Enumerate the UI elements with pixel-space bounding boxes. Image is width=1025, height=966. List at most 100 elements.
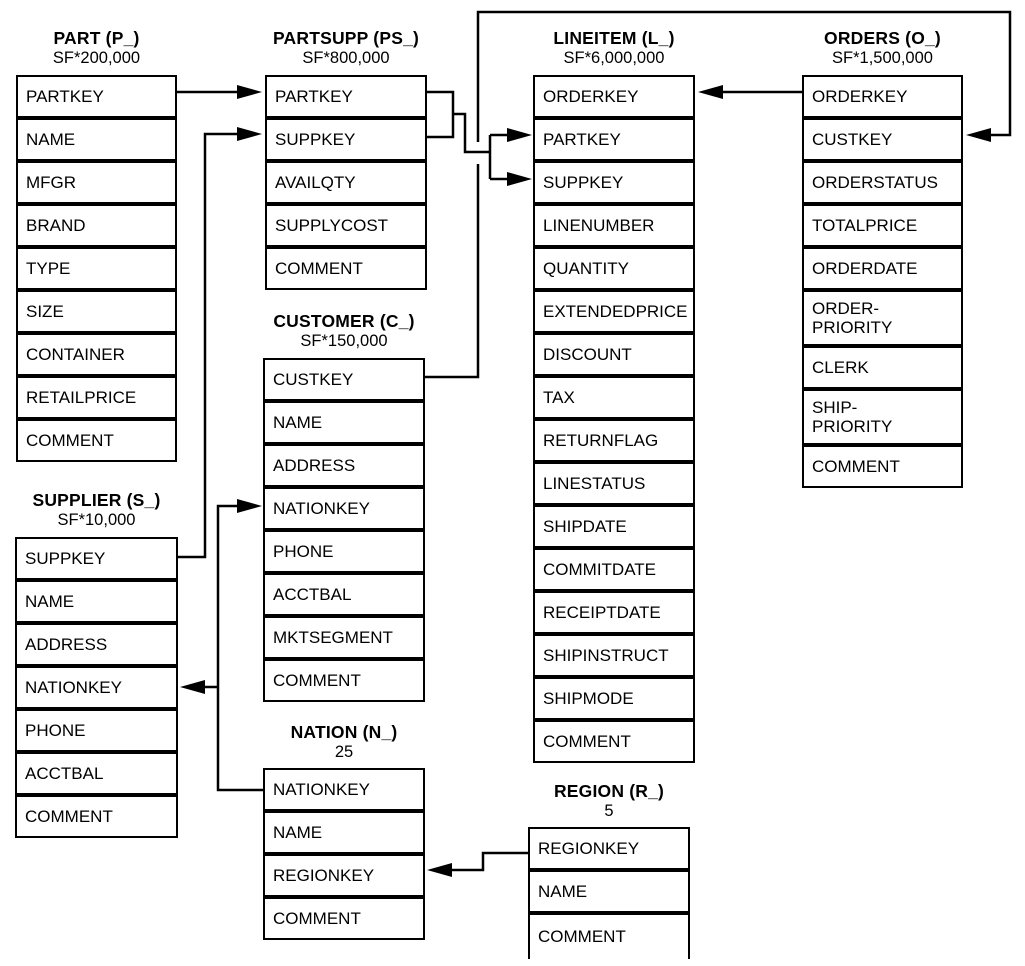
table-row: COMMENT — [263, 897, 425, 940]
table-row: AVAILQTY — [265, 161, 427, 204]
table-row: SUPPKEY — [15, 537, 178, 580]
arrowhead-supplier-partsupp — [237, 127, 262, 141]
table-row: CUSTKEY — [802, 118, 963, 161]
fk-line-partsupp-bracket — [427, 90, 455, 139]
region-table-header: REGION (R_) 5 — [528, 781, 690, 821]
table-row: NAME — [15, 580, 178, 623]
table-row: ACCTBAL — [15, 752, 178, 795]
table-row: COMMENT — [265, 247, 427, 290]
orders-table-title: ORDERS (O_) — [824, 28, 941, 48]
table-row: NATIONKEY — [15, 666, 178, 709]
arrowhead-region-nation — [427, 863, 452, 877]
table-row: NAME — [528, 870, 690, 913]
table-row: SIZE — [16, 290, 177, 333]
arrowhead-customer-orders — [966, 128, 991, 142]
nation-table-title: NATION (N_) — [290, 722, 398, 742]
table-row: TOTALPRICE — [802, 204, 963, 247]
fk-line-region-nation — [449, 851, 528, 872]
table-row: RETURNFLAG — [533, 419, 695, 462]
table-row: NAME — [263, 811, 425, 854]
part-table-header: PART (P_) SF*200,000 — [16, 28, 177, 68]
table-row: RETAILPRICE — [16, 376, 177, 419]
table-row: COMMENT — [802, 445, 963, 488]
supplier-table-title: SUPPLIER (S_) — [32, 490, 161, 510]
orders-table-cardinality: SF*1,500,000 — [832, 48, 933, 67]
table-row: COMMENT — [528, 913, 690, 959]
region-table-title: REGION (R_) — [553, 781, 665, 801]
orders-table-header: ORDERS (O_) SF*1,500,000 — [802, 28, 963, 68]
part-table-cardinality: SF*200,000 — [52, 48, 141, 67]
arrowhead-nation-supplier — [180, 680, 205, 694]
table-row: NAME — [263, 401, 425, 444]
table-row: NAME — [16, 118, 177, 161]
customer-table-cardinality: SF*150,000 — [300, 331, 388, 350]
customer-table-title: CUSTOMER (C_) — [273, 311, 415, 331]
arrowhead-partsupp-lineitem-partkey — [507, 128, 532, 142]
nation-table-cardinality: 25 — [334, 742, 354, 761]
table-row: PARTKEY — [533, 118, 695, 161]
supplier-table-header: SUPPLIER (S_) SF*10,000 — [15, 490, 178, 530]
table-row: TYPE — [16, 247, 177, 290]
fk-line-nation-customer — [216, 504, 263, 792]
table-row: SUPPKEY — [265, 118, 427, 161]
table-row: NATIONKEY — [263, 487, 425, 530]
part-table-title: PART (P_) — [53, 28, 140, 48]
table-row: ORDERKEY — [533, 75, 695, 118]
table-row: COMMENT — [16, 419, 177, 462]
region-table-cardinality: 5 — [604, 801, 614, 820]
table-row: CUSTKEY — [263, 358, 425, 401]
table-row: SUPPLYCOST — [265, 204, 427, 247]
table-row: ACCTBAL — [263, 573, 425, 616]
nation-table-header: NATION (N_) 25 — [263, 722, 425, 762]
lineitem-table-title: LINEITEM (L_) — [553, 28, 675, 48]
lineitem-table-header: LINEITEM (L_) SF*6,000,000 — [533, 28, 695, 68]
table-row: SHIPDATE — [533, 505, 695, 548]
table-row: COMMENT — [263, 659, 425, 702]
table-row: ORDERKEY — [802, 75, 963, 118]
table-row: CONTAINER — [16, 333, 177, 376]
table-row: REGIONKEY — [528, 827, 690, 870]
table-row: SHIPINSTRUCT — [533, 634, 695, 677]
table-row: REGIONKEY — [263, 854, 425, 897]
table-row: MFGR — [16, 161, 177, 204]
arrowhead-orders-lineitem — [698, 85, 723, 99]
table-row: LINESTATUS — [533, 462, 695, 505]
table-row: BRAND — [16, 204, 177, 247]
table-row: NATIONKEY — [263, 768, 425, 811]
table-row: SHIP- PRIORITY — [802, 389, 963, 445]
supplier-table-cardinality: SF*10,000 — [57, 510, 136, 529]
table-row: SHIPMODE — [533, 677, 695, 720]
table-row: QUANTITY — [533, 247, 695, 290]
table-row: RECEIPTDATE — [533, 591, 695, 634]
table-row: ORDERDATE — [802, 247, 963, 290]
table-row: COMMENT — [15, 795, 178, 838]
arrowhead-part-partsupp — [237, 85, 262, 99]
table-row: SUPPKEY — [533, 161, 695, 204]
table-row: DISCOUNT — [533, 333, 695, 376]
table-row: COMMITDATE — [533, 548, 695, 591]
table-row: ADDRESS — [263, 444, 425, 487]
table-row: MKTSEGMENT — [263, 616, 425, 659]
table-row: LINENUMBER — [533, 204, 695, 247]
table-row: PHONE — [15, 709, 178, 752]
table-row: CLERK — [802, 346, 963, 389]
table-row: PARTKEY — [265, 75, 427, 118]
table-row: ORDER- PRIORITY — [802, 290, 963, 346]
arrowhead-nation-customer — [237, 499, 262, 513]
partsupp-table-header: PARTSUPP (PS_) SF*800,000 — [265, 28, 427, 68]
fk-line-partsupp-lineitem-trunk — [453, 112, 490, 154]
fk-line-customer-orders-upper — [476, 10, 1012, 142]
table-row: ORDERSTATUS — [802, 161, 963, 204]
fk-line-customer-orders-lower — [425, 164, 480, 379]
table-row: ADDRESS — [15, 623, 178, 666]
customer-table-header: CUSTOMER (C_) SF*150,000 — [263, 311, 425, 351]
